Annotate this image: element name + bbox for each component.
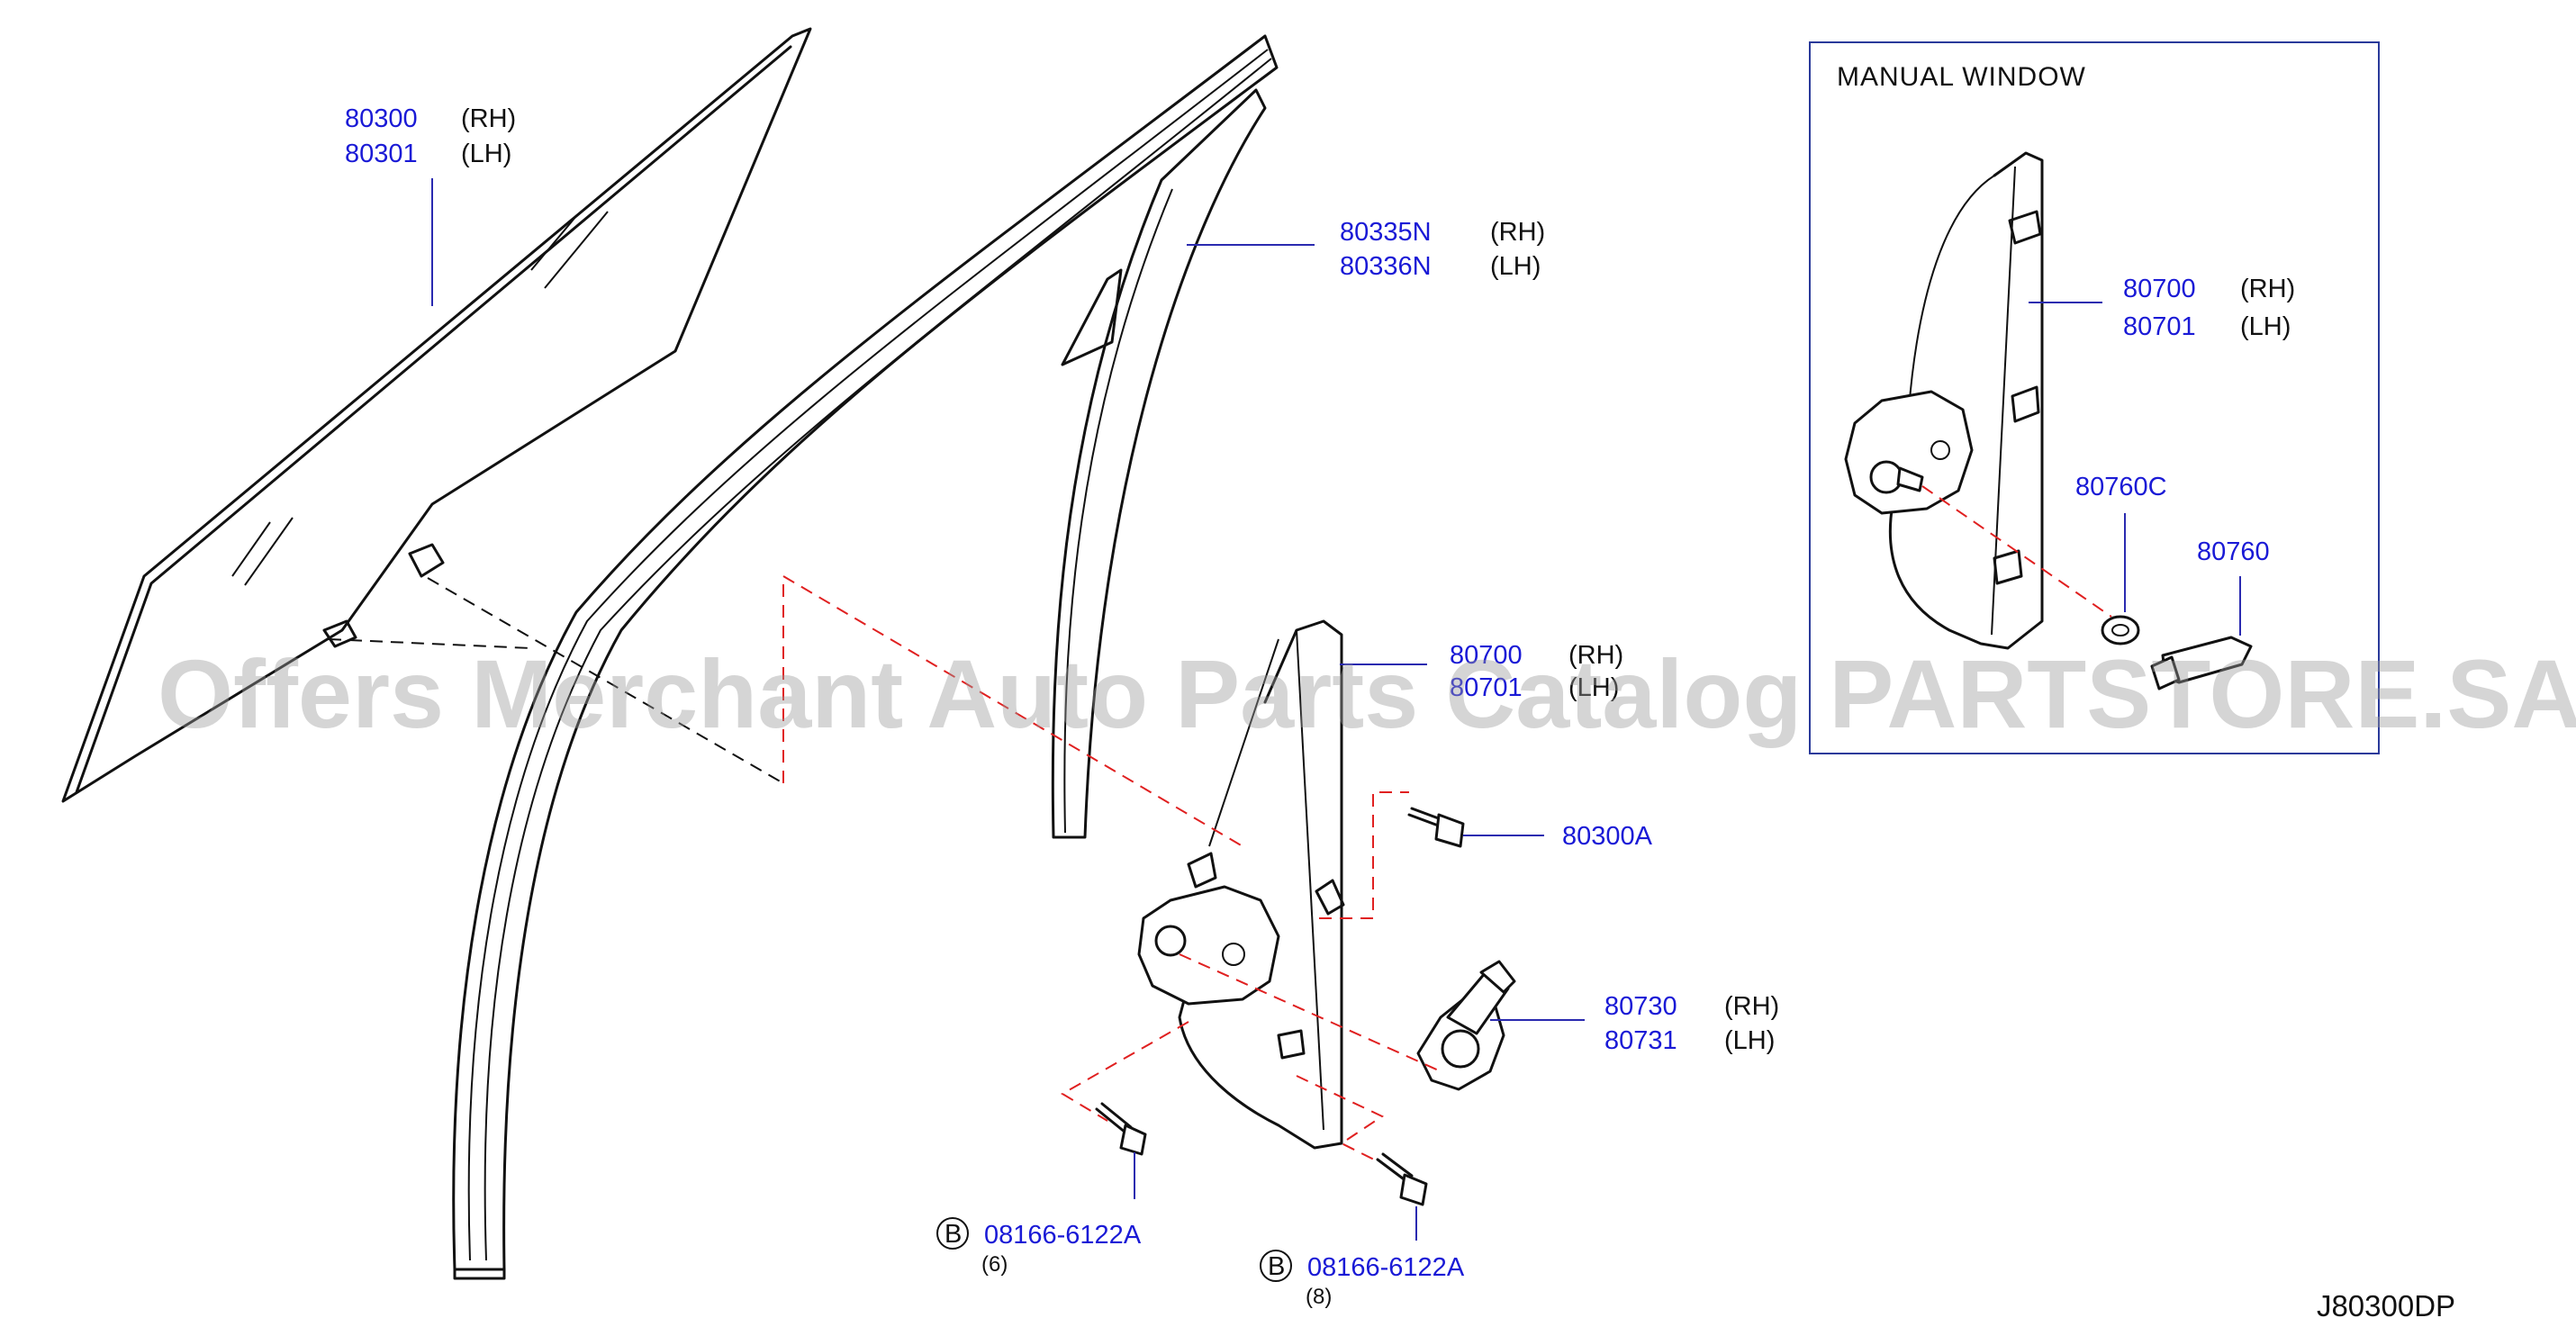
badge-circle xyxy=(936,1217,969,1250)
glass-run-channel[interactable] xyxy=(1051,88,1267,839)
part-number-80730[interactable]: 80730 xyxy=(1604,992,1677,1021)
callout-sash: 80335N (RH) 80336N (LH) xyxy=(1340,218,1545,281)
window-motor[interactable] xyxy=(1416,960,1516,1091)
inset-frame xyxy=(1809,41,2380,754)
badge-letter: B xyxy=(945,1220,962,1249)
window-handle-80760[interactable] xyxy=(2150,636,2253,691)
side-label-lh: (LH) xyxy=(1490,252,1541,281)
side-label-lh: (LH) xyxy=(1568,673,1619,702)
motor-assembly-line xyxy=(1179,953,1442,1072)
part-number-80336n[interactable]: 80336N xyxy=(1340,252,1432,281)
door-sash[interactable] xyxy=(452,34,1279,1280)
side-label-rh: (RH) xyxy=(2240,275,2295,303)
escutcheon-80760c[interactable] xyxy=(2101,615,2140,645)
part-number-80760c[interactable]: 80760C xyxy=(2075,473,2167,501)
part-number-80300[interactable]: 80300 xyxy=(345,104,418,133)
right-bolt-line xyxy=(1296,1075,1385,1162)
side-label-lh: (LH) xyxy=(1724,1026,1775,1055)
side-label-lh: (LH) xyxy=(2240,312,2291,341)
part-number-08166-6122a[interactable]: 08166-6122A xyxy=(984,1221,1142,1250)
quantity-label: (6) xyxy=(981,1252,1008,1277)
callout-regulator: 80700 (RH) 80701 (LH) xyxy=(1450,641,1623,702)
bolt-assembly-line xyxy=(1319,791,1409,919)
part-number-80701[interactable]: 80701 xyxy=(1450,673,1523,702)
glass-assembly-line xyxy=(328,577,784,784)
manual-regulator[interactable] xyxy=(1844,151,2044,650)
bolt-08166-6122a-right[interactable] xyxy=(1376,1152,1428,1206)
part-number-08166-6122a[interactable]: 08166-6122A xyxy=(1307,1253,1465,1282)
inset-title: MANUAL WINDOW xyxy=(1837,62,2086,92)
part-number-80301[interactable]: 80301 xyxy=(345,140,418,168)
side-label-lh: (LH) xyxy=(461,140,511,168)
part-number-80335n[interactable]: 80335N xyxy=(1340,218,1432,247)
diagram-code: J80300DP xyxy=(2317,1289,2455,1322)
callout-bolt: 80300A xyxy=(1562,822,1653,851)
callout-fastener-2: B 08166-6122A (8) xyxy=(1260,1250,1465,1309)
left-bolt-line xyxy=(1061,1021,1189,1122)
watermark: Offers Merchant Auto Parts Catalog PARTS… xyxy=(158,639,2576,748)
power-window-regulator[interactable] xyxy=(1137,619,1345,1150)
side-label-rh: (RH) xyxy=(461,104,516,133)
part-number-80760[interactable]: 80760 xyxy=(2197,537,2270,566)
callout-motor: 80730 (RH) 80731 (LH) xyxy=(1604,992,1779,1055)
badge-circle xyxy=(1260,1250,1292,1282)
handle-assembly-line xyxy=(1921,485,2112,618)
bolt-80300a[interactable] xyxy=(1407,807,1465,848)
side-label-rh: (RH) xyxy=(1490,218,1545,247)
part-number-80731[interactable]: 80731 xyxy=(1604,1026,1677,1055)
manual-window-inset: MANUAL WINDOW 80700 (RH) 80701 xyxy=(1809,41,2380,754)
bolt-08166-6122a-left[interactable] xyxy=(1095,1102,1147,1156)
side-label-rh: (RH) xyxy=(1568,641,1623,670)
callout-fastener-1: B 08166-6122A (6) xyxy=(936,1217,1142,1277)
glass-to-regulator-line xyxy=(782,574,1243,847)
callout-glass: 80300 (RH) 80301 (LH) xyxy=(345,104,516,168)
badge-letter: B xyxy=(1268,1252,1285,1281)
part-number-80700[interactable]: 80700 xyxy=(1450,641,1523,670)
part-number-80300a[interactable]: 80300A xyxy=(1562,822,1653,851)
part-number-80701[interactable]: 80701 xyxy=(2123,312,2196,341)
quantity-label: (8) xyxy=(1306,1285,1332,1309)
door-glass[interactable] xyxy=(61,27,812,803)
part-number-80700[interactable]: 80700 xyxy=(2123,275,2196,303)
side-label-rh: (RH) xyxy=(1724,992,1779,1021)
